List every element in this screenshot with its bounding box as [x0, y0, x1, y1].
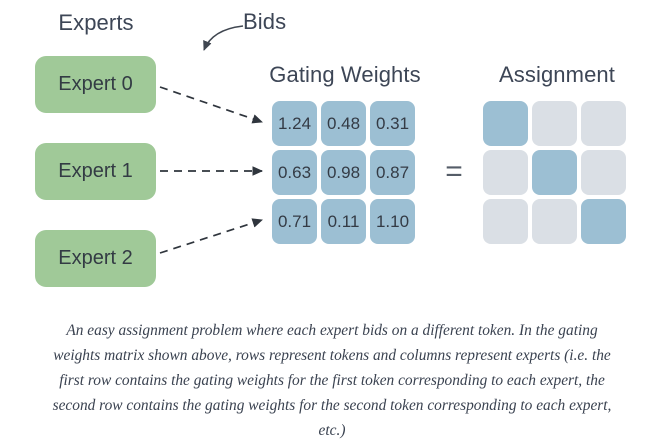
gating-cell: 0.11 [321, 199, 366, 244]
gating-weights-matrix: 1.24 0.48 0.31 0.63 0.98 0.87 0.71 0.11 … [272, 101, 415, 244]
bids-annotation-label: Bids [243, 9, 287, 34]
assignment-cell [532, 199, 577, 244]
assignment-cell [483, 150, 528, 195]
gating-cell: 1.10 [370, 199, 415, 244]
expert-node-label: Expert 2 [58, 247, 133, 269]
gating-cell: 0.63 [272, 150, 317, 195]
gating-cell: 0.48 [321, 101, 366, 146]
assignment-cell [532, 150, 577, 195]
bid-arrow-expert-2 [159, 218, 263, 254]
assignment-cell [581, 199, 626, 244]
assignment-cell [483, 101, 528, 146]
diagram-canvas: Experts Gating Weights Assignment Bids E… [35, 9, 626, 287]
gating-cell: 1.24 [272, 101, 317, 146]
expert-node-label: Expert 0 [58, 73, 133, 95]
expert-node-label: Expert 1 [58, 160, 133, 182]
expert-node-2: Expert 2 [35, 230, 156, 287]
figure-caption: An easy assignment problem where each ex… [52, 322, 612, 439]
gating-cell: 0.98 [321, 150, 366, 195]
assignment-matrix [483, 101, 626, 244]
equals-operator: = [445, 155, 463, 188]
gating-cell: 0.31 [370, 101, 415, 146]
gating-cell: 0.87 [370, 150, 415, 195]
gating-cell: 0.71 [272, 199, 317, 244]
assignment-cell [581, 101, 626, 146]
assignment-cell [483, 199, 528, 244]
bid-arrow-expert-0 [159, 86, 263, 124]
bids-curved-arrow [203, 25, 244, 51]
experts-heading: Experts [58, 10, 134, 35]
assignment-cell [532, 101, 577, 146]
assignment-cell [581, 150, 626, 195]
assignment-heading: Assignment [499, 62, 615, 87]
gating-weights-heading: Gating Weights [269, 62, 421, 87]
expert-node-1: Expert 1 [35, 143, 156, 200]
expert-node-0: Expert 0 [35, 56, 156, 113]
